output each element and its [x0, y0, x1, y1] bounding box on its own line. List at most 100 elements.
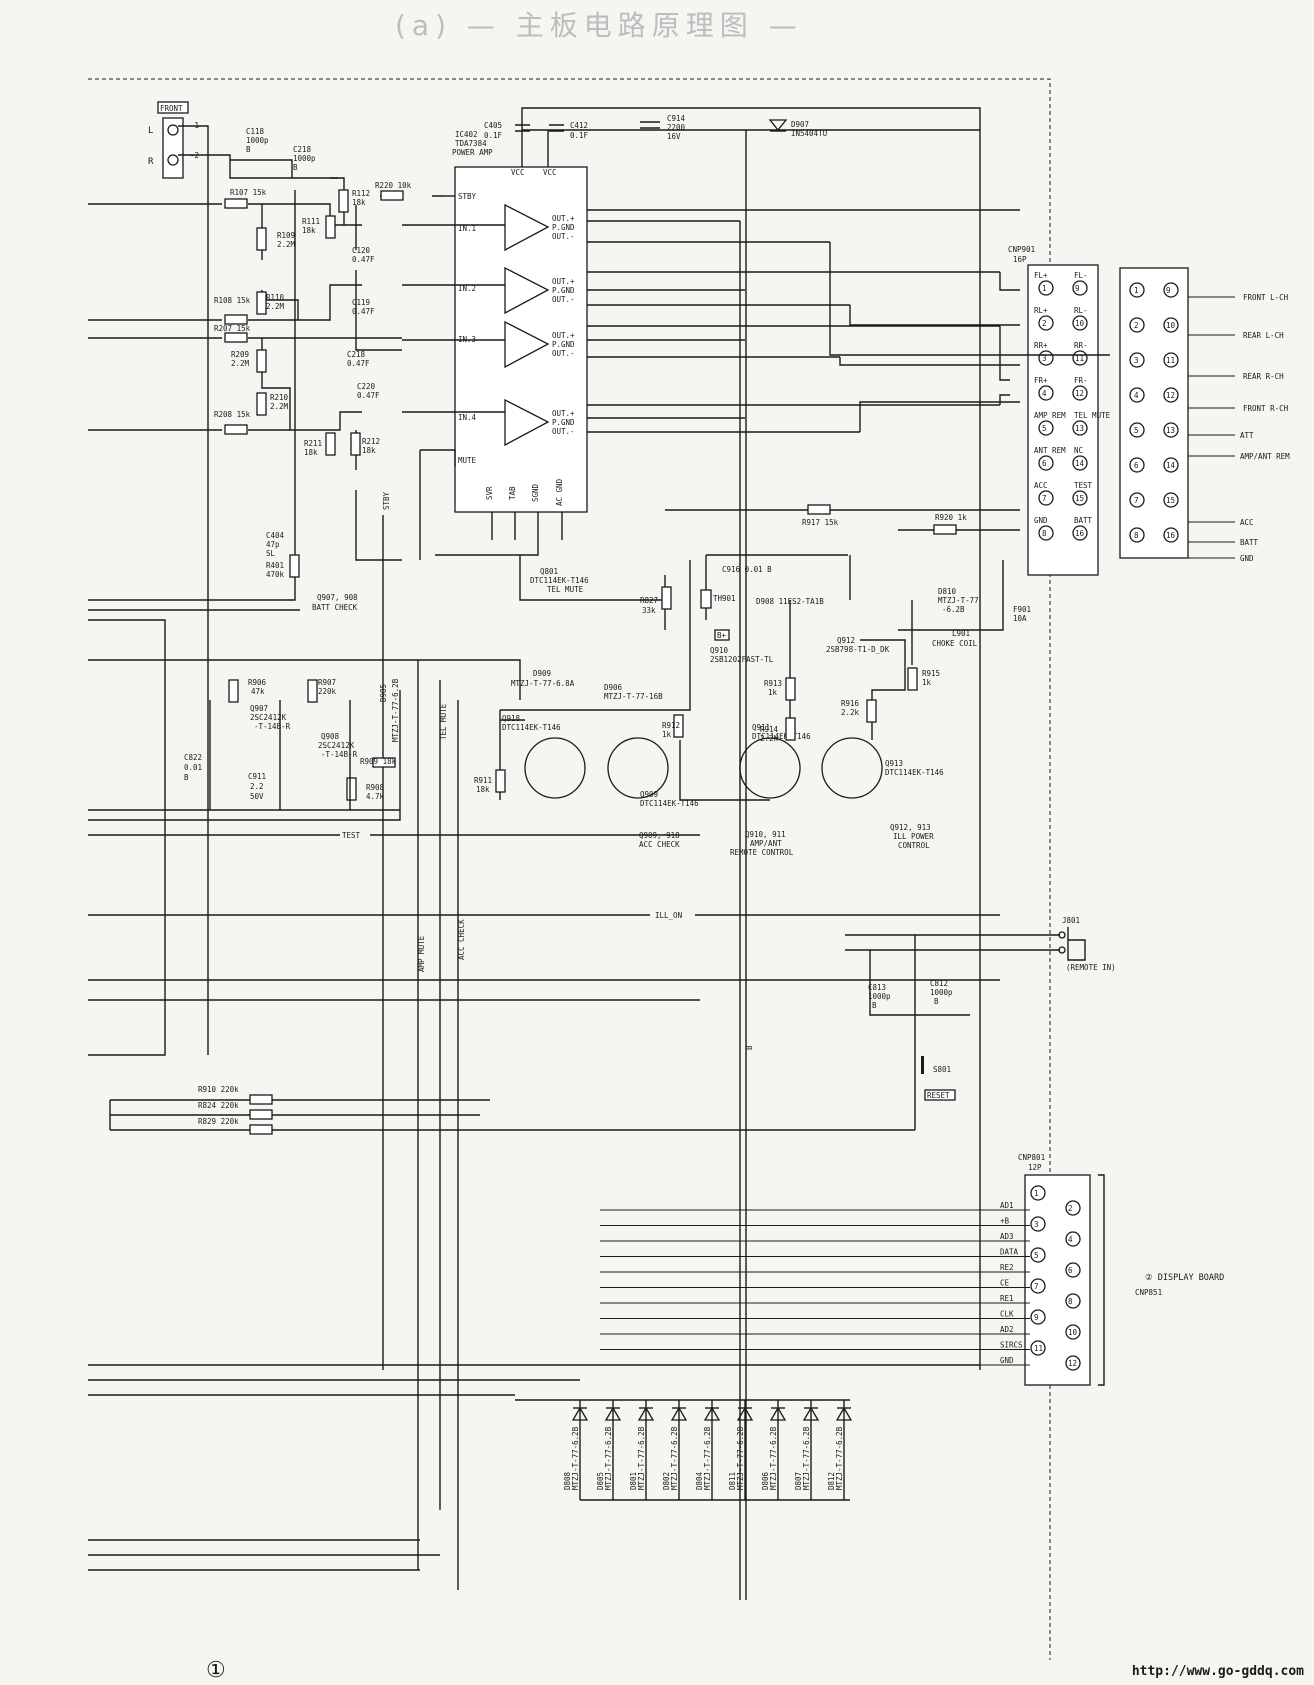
svg-text:Q913: Q913	[885, 759, 903, 768]
cnp801-pins: 135791124681012AD1+BAD3DATARE2CERE1CLKAD…	[600, 1185, 1081, 1371]
svg-text:18k: 18k	[302, 226, 316, 235]
cnp801-pin-num: 12	[1068, 1359, 1077, 1368]
cnp901-pin-num: 11	[1075, 354, 1084, 363]
cnp901-pin-1	[1038, 280, 1054, 296]
svg-text:CHOKE COIL: CHOKE COIL	[932, 639, 978, 648]
svg-text:IN5404TU: IN5404TU	[791, 129, 827, 138]
svg-text:OUT.-: OUT.-	[552, 349, 575, 358]
svg-text:18k: 18k	[352, 198, 366, 207]
harness-pin-16	[1163, 527, 1179, 543]
cnp901-pin-12	[1072, 385, 1088, 401]
svg-text:Q907: Q907	[250, 704, 268, 713]
svg-text:4.7k: 4.7k	[366, 792, 385, 801]
cnp901-pin-num: 3	[1042, 354, 1047, 363]
svg-text:SVR: SVR	[485, 486, 494, 500]
svg-text:SGND: SGND	[531, 483, 540, 502]
cnp901-pin-15	[1072, 490, 1088, 506]
svg-text:Q910: Q910	[710, 646, 729, 655]
display-board-label: ② DISPLAY BOARD	[1145, 1273, 1224, 1283]
harness-output-label: REAR L-CH	[1243, 331, 1284, 340]
cnp901-pin-7	[1038, 490, 1054, 506]
svg-text:C822: C822	[184, 753, 202, 762]
cnp901-pin-num: 13	[1075, 424, 1084, 433]
harness-pin-9	[1163, 282, 1179, 298]
cnp801-signal-label: AD2	[1000, 1325, 1014, 1334]
cnp801-pin-num: 5	[1034, 1251, 1039, 1260]
svg-text:0.47F: 0.47F	[352, 255, 375, 264]
svg-text:B: B	[872, 1001, 877, 1010]
harness-output-label: ATT	[1240, 431, 1254, 440]
svg-text:(REMOTE IN): (REMOTE IN)	[1066, 963, 1116, 972]
svg-text:C412: C412	[570, 121, 588, 130]
svg-text:R911: R911	[474, 776, 492, 785]
svg-text:R909 18k: R909 18k	[360, 757, 397, 766]
control-nets: STBY TEL MUTE AMP MUTE ACC CHECK TEST IL…	[88, 130, 1000, 1600]
harness-pin-num: 12	[1166, 391, 1175, 400]
zener-ref: D802	[662, 1472, 671, 1490]
cnp901-pin-label: BATT	[1074, 516, 1093, 525]
zener-diode	[802, 1406, 820, 1421]
zener-ref: D804	[695, 1471, 704, 1490]
svg-text:R112: R112	[352, 189, 370, 198]
harness-pin-num: 4	[1134, 391, 1139, 400]
harness-output-label: GND	[1240, 554, 1254, 563]
cnp901-pin-10	[1072, 315, 1088, 331]
input-network	[88, 125, 445, 1056]
cnp801-pin-num: 7	[1034, 1282, 1039, 1291]
svg-text:J801: J801	[1062, 916, 1080, 925]
svg-text:OUT.-: OUT.-	[552, 295, 575, 304]
harness-pin-num: 8	[1134, 531, 1139, 540]
harness-pin-num: 16	[1166, 531, 1176, 540]
svg-text:VCC: VCC	[511, 168, 525, 177]
svg-text:R208 15k: R208 15k	[214, 410, 251, 419]
cnp901-pin-2	[1038, 315, 1054, 331]
cnp901-pin-num: 7	[1042, 494, 1047, 503]
cnp801-signal-label: AD1	[1000, 1201, 1014, 1210]
zener-part: MTZJ-T-77-6.2B	[637, 1426, 646, 1490]
harness-pin-num: 14	[1166, 461, 1176, 470]
cnp901-pin-label: RL-	[1074, 306, 1088, 315]
svg-text:-T-14B-R: -T-14B-R	[254, 722, 291, 731]
svg-text:R209: R209	[231, 350, 249, 359]
svg-text:R908: R908	[366, 783, 385, 792]
svg-text:MTZJ-T-77-16B: MTZJ-T-77-16B	[604, 692, 663, 701]
svg-text:DTC114EK-T146: DTC114EK-T146	[530, 576, 589, 585]
svg-text:2.2k: 2.2k	[841, 708, 860, 717]
cnp901-pin-num: 1	[1042, 284, 1047, 293]
svg-text:C813: C813	[868, 983, 886, 992]
cnp901-pin-3	[1038, 350, 1054, 366]
cnp901-pin-5	[1038, 420, 1054, 436]
svg-text:470k: 470k	[266, 570, 285, 579]
svg-text:B: B	[745, 1045, 754, 1050]
svg-text:C118: C118	[246, 127, 265, 136]
cnp851-label: CNP851	[1135, 1288, 1162, 1297]
zener-part: MTZJ-T-77-6.2B	[670, 1426, 679, 1490]
cnp801-pin-5	[1030, 1247, 1046, 1263]
page-number: ①	[206, 1658, 226, 1683]
ic402-power-amp: IC402 TDA7384 POWER AMP VCC VCC STBY IN.…	[402, 107, 1020, 1370]
svg-text:18k: 18k	[304, 448, 318, 457]
svg-text:12P: 12P	[1028, 1163, 1042, 1172]
harness-pin-num: 1	[1134, 286, 1139, 295]
cnp901-pin-num: 5	[1042, 424, 1047, 433]
svg-text:C812: C812	[930, 979, 948, 988]
svg-text:IN.1: IN.1	[458, 224, 476, 233]
svg-text:TDA7384: TDA7384	[455, 139, 487, 148]
svg-text:0.1F: 0.1F	[570, 131, 589, 140]
svg-text:Q911: Q911	[752, 723, 770, 732]
cnp901-pin-num: 8	[1042, 529, 1047, 538]
front-input-jack: FRONT L R -1 -2	[148, 101, 199, 179]
svg-text:Q909, 918: Q909, 918	[639, 831, 680, 840]
cnp901-pin-16	[1072, 525, 1088, 541]
svg-text:CNP801: CNP801	[1018, 1153, 1045, 1162]
svg-text:1k: 1k	[662, 730, 672, 739]
r107-label: R107 15k	[230, 188, 267, 197]
svg-text:Q912, 913: Q912, 913	[890, 823, 931, 832]
svg-text:C405: C405	[484, 121, 502, 130]
svg-text:MTZJ-T-77-6.8A: MTZJ-T-77-6.8A	[511, 679, 575, 688]
zener-diode	[736, 1406, 754, 1421]
